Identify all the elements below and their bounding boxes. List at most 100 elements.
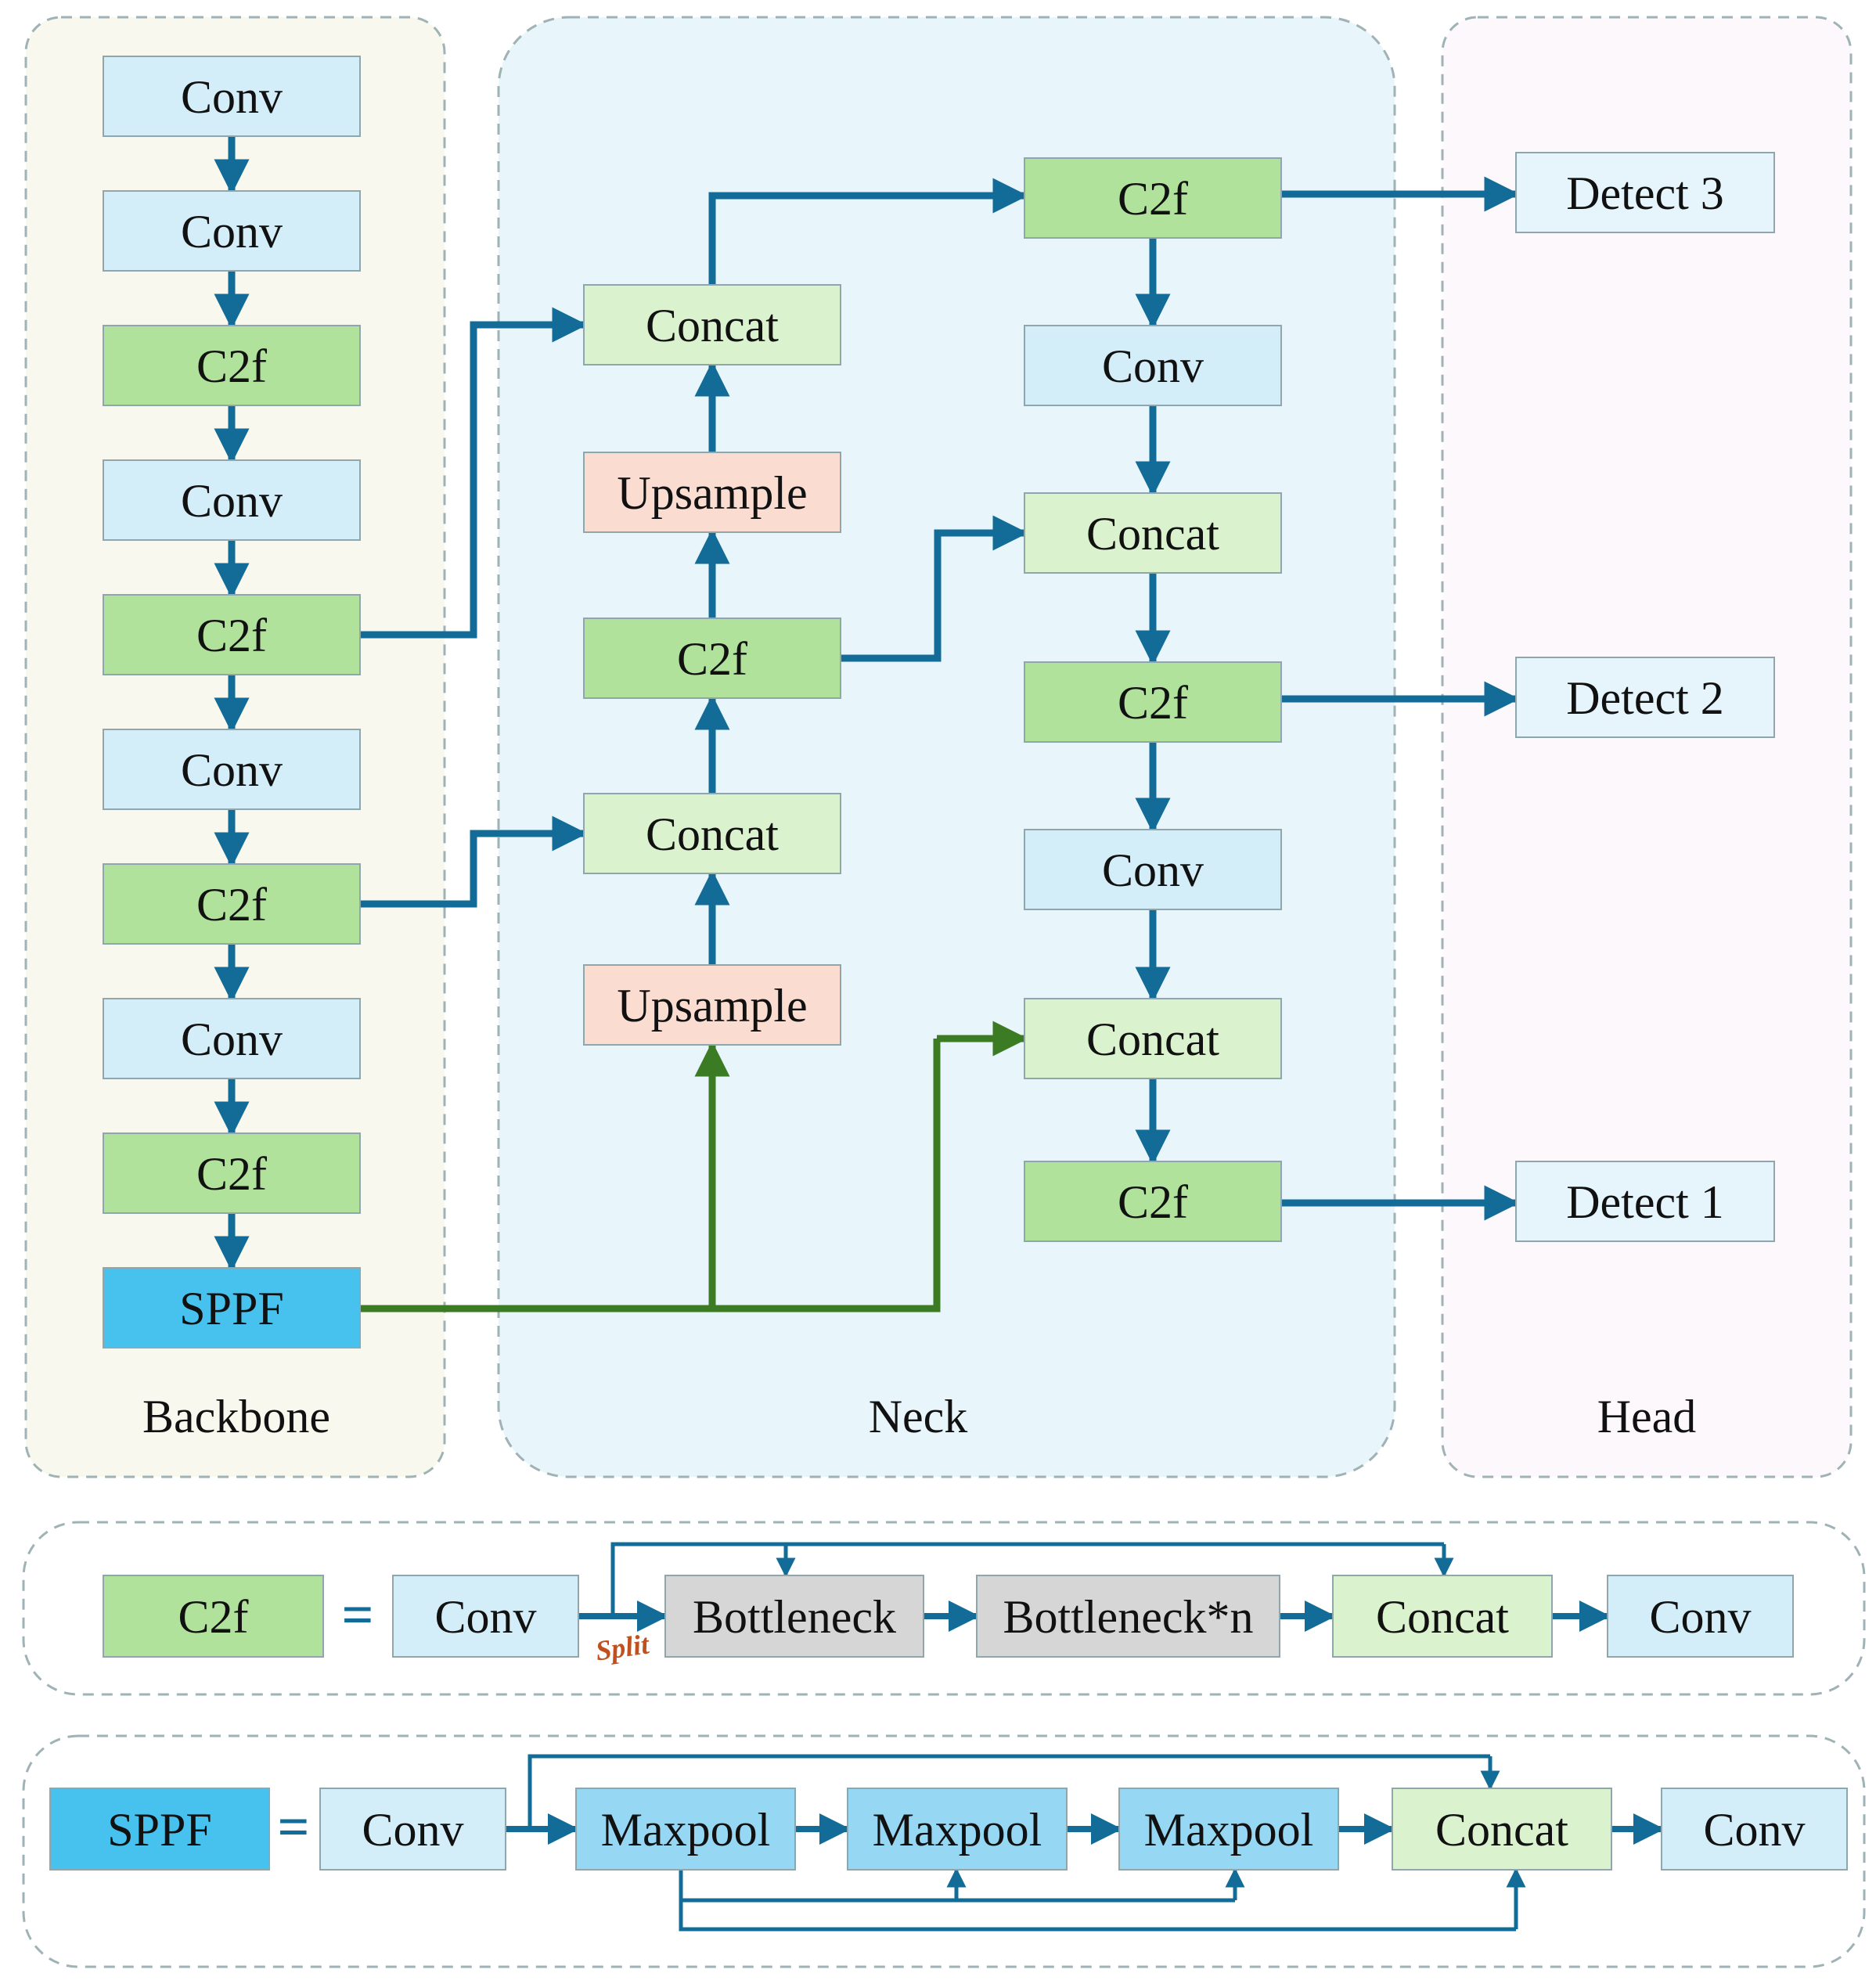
backbone-c2f-9: C2f	[103, 1132, 361, 1214]
sppf-detail-lhs-label: SPPF	[107, 1804, 211, 1856]
head-detect-3: Detect 3	[1515, 152, 1775, 233]
backbone-conv-1: Conv	[103, 56, 361, 137]
backbone-conv-6-box	[103, 729, 361, 810]
sppf-detail-maxpool-2: Maxpool	[575, 1788, 796, 1871]
neck-right-c2f-7-box	[1024, 1161, 1282, 1242]
backbone-conv-4-label: Conv	[181, 475, 283, 527]
neck-right-c2f-1-label: C2f	[1118, 173, 1188, 225]
backbone-conv-2-label: Conv	[181, 206, 283, 257]
backbone-c2f-9-box	[103, 1132, 361, 1214]
backbone-sppf-10: SPPF	[103, 1267, 361, 1348]
backbone-c2f-3: C2f	[103, 325, 361, 406]
backbone-c2f-7-box	[103, 863, 361, 945]
head-detect-2-label: Detect 2	[1566, 672, 1724, 724]
c2f-detail-lhs-box	[103, 1575, 324, 1658]
skip-backbone-c2f2-to-concat1	[360, 307, 588, 639]
neck-left-concat-1-label: Concat	[646, 300, 779, 351]
neck-left-c2f-3-label: C2f	[677, 633, 747, 685]
head-panel	[1441, 16, 1853, 1478]
neck-right-c2f-7-label: C2f	[1118, 1176, 1188, 1228]
c2f-detail-bottleneck-n-3: Bottleneck*n	[976, 1575, 1280, 1658]
backbone-sppf-10-label: SPPF	[179, 1283, 283, 1334]
backbone-conv-1-label: Conv	[181, 71, 283, 123]
c2f-detail-conv-1: Conv	[392, 1575, 579, 1658]
backbone-c2f-7: C2f	[103, 863, 361, 945]
c2f-detail-concat-4-box	[1332, 1575, 1553, 1658]
backbone-conv-8: Conv	[103, 998, 361, 1079]
neck-right-conv-2-box	[1024, 325, 1282, 406]
neck-left-c2f-3: C2f	[583, 618, 841, 699]
head-detect-1-box	[1515, 1161, 1775, 1242]
c2f-detail-bottleneck-2-box	[664, 1575, 924, 1658]
neck-c2f-to-concat-right	[841, 515, 1028, 662]
head-detect-1: Detect 1	[1515, 1161, 1775, 1242]
sppf-detail-conv-1-box	[319, 1788, 506, 1871]
diagram-nodes: ConvConvC2fConvC2fConvC2fConvC2fSPPFConc…	[49, 56, 1848, 1871]
c2f-detail-conv-1-box	[392, 1575, 579, 1658]
backbone-c2f-5-label: C2f	[196, 610, 267, 661]
head-detect-3-box	[1515, 152, 1775, 233]
c2f-detail-bottleneck-2-label: Bottleneck	[693, 1591, 896, 1643]
backbone-conv-2: Conv	[103, 190, 361, 272]
backbone-c2f-3-label: C2f	[196, 340, 267, 392]
backbone-conv-1-box	[103, 56, 361, 137]
neck-label: Neck	[869, 1391, 968, 1442]
head-detect-1-label: Detect 1	[1566, 1176, 1724, 1228]
sppf-detail-lhs: SPPF	[49, 1788, 270, 1871]
sppf-detail-maxpool-2-box	[575, 1788, 796, 1871]
neck-right-conv-5-box	[1024, 829, 1282, 910]
neck-concat1-to-c2f-top	[708, 178, 1028, 285]
neck-left-concat-4-label: Concat	[646, 808, 779, 860]
c2f-detail-conv-5-box	[1607, 1575, 1794, 1658]
sppf-detail-bottom-line	[679, 1870, 1516, 1932]
neck-left-upsample-5-label: Upsample	[617, 980, 807, 1032]
neck-right-concat-6: Concat	[1024, 998, 1282, 1079]
connection-arrows	[214, 136, 1665, 1932]
backbone-conv-2-box	[103, 190, 361, 272]
neck-right-concat-3-box	[1024, 492, 1282, 574]
sppf-detail-concat-5-label: Concat	[1435, 1804, 1568, 1856]
sppf-detail-concat-5: Concat	[1392, 1788, 1612, 1871]
neck-right-conv-2: Conv	[1024, 325, 1282, 406]
neck-left-concat-1: Concat	[583, 284, 841, 365]
c2f-detail-conv-5-label: Conv	[1649, 1591, 1751, 1643]
neck-right-c2f-1-box	[1024, 157, 1282, 239]
backbone-conv-4: Conv	[103, 459, 361, 541]
sppf-detail-conv-6-box	[1661, 1788, 1848, 1871]
sppf-detail-maxpool-4-box	[1118, 1788, 1339, 1871]
c2f-detail-bottleneck-n-3-box	[976, 1575, 1280, 1658]
sppf-detail-conv-6-label: Conv	[1703, 1804, 1805, 1856]
backbone-conv-6: Conv	[103, 729, 361, 810]
backbone-c2f-5-box	[103, 594, 361, 675]
backbone-conv-8-label: Conv	[181, 1014, 283, 1065]
c2f-detail-conv-5: Conv	[1607, 1575, 1794, 1658]
neck-right-c2f-1: C2f	[1024, 157, 1282, 239]
neck-right-c2f-7: C2f	[1024, 1161, 1282, 1242]
sppf-detail-top-skip-line	[528, 1754, 1490, 1829]
sppf-detail-maxpool-3-label: Maxpool	[873, 1804, 1042, 1856]
skip-backbone-c2f3-to-concat2	[360, 816, 588, 908]
neck-right-concat-3: Concat	[1024, 492, 1282, 574]
neck-right-conv-5-label: Conv	[1102, 844, 1204, 896]
sppf-detail-maxpool-3: Maxpool	[847, 1788, 1068, 1871]
c2f-detail-split-line	[610, 1542, 1444, 1616]
neck-right-c2f-4-label: C2f	[1118, 677, 1188, 729]
head-detect-2-box	[1515, 657, 1775, 738]
neck-right-c2f-4: C2f	[1024, 661, 1282, 743]
neck-right-concat-3-label: Concat	[1086, 508, 1219, 560]
c2f-detail-concat-4: Concat	[1332, 1575, 1553, 1658]
sppf-equals-sign: =	[277, 1795, 309, 1858]
sppf-output-line	[360, 1039, 941, 1312]
backbone-c2f-5: C2f	[103, 594, 361, 675]
c2f-detail-lhs: C2f	[103, 1575, 324, 1658]
sppf-detail-conv-6: Conv	[1661, 1788, 1848, 1871]
backbone-label: Backbone	[142, 1391, 330, 1442]
sppf-detail-concat-5-box	[1392, 1788, 1612, 1871]
neck-left-c2f-3-box	[583, 618, 841, 699]
c2f-detail-bottleneck-2: Bottleneck	[664, 1575, 924, 1658]
backbone-c2f-9-label: C2f	[196, 1148, 267, 1200]
neck-right-conv-2-label: Conv	[1102, 340, 1204, 392]
sppf-detail-conv-1: Conv	[319, 1788, 506, 1871]
c2f-equals-sign: =	[341, 1583, 373, 1646]
